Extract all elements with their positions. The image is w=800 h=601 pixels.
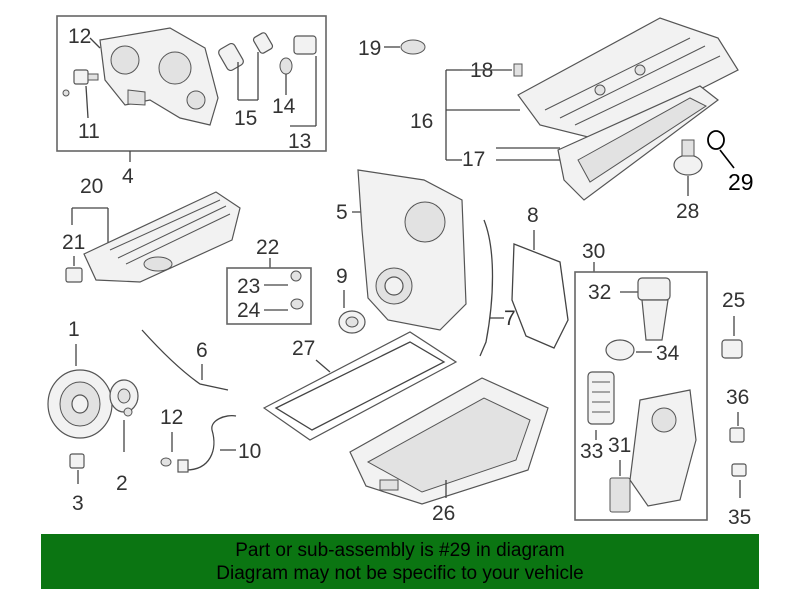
callout-36[interactable]: 36 xyxy=(726,386,749,409)
grommet-21 xyxy=(65,267,83,283)
callout-19[interactable]: 19 xyxy=(358,37,381,60)
callout-12a[interactable]: 12 xyxy=(68,25,91,48)
engine-parts-diagram: 4 12 11 15 14 13 19 xyxy=(47,15,754,529)
sensor-11 xyxy=(62,69,99,97)
hub-2 xyxy=(109,379,139,417)
callout-25[interactable]: 25 xyxy=(722,289,745,312)
oil-pan xyxy=(349,377,549,505)
group-box-22 xyxy=(226,267,312,325)
bolt-18 xyxy=(513,63,523,77)
switch-35 xyxy=(731,463,747,477)
sensor-25 xyxy=(721,339,743,359)
valve-cover-gasket xyxy=(557,85,719,201)
variable-valve-timing-unit xyxy=(99,27,219,126)
callout-3[interactable]: 3 xyxy=(72,492,84,515)
filter-element-33 xyxy=(587,371,615,425)
callout-9[interactable]: 9 xyxy=(336,265,348,288)
seal-19 xyxy=(400,39,426,55)
gasket-8 xyxy=(511,243,569,349)
valve-cover xyxy=(517,17,739,141)
callout-17[interactable]: 17 xyxy=(462,148,485,171)
oil-pan-gasket xyxy=(262,331,458,441)
callout-35[interactable]: 35 xyxy=(728,506,751,529)
switch-36 xyxy=(729,427,745,443)
plug-23 xyxy=(290,270,302,282)
notice-banner: Part or sub-assembly is #29 in diagram D… xyxy=(41,534,759,589)
callout-16[interactable]: 16 xyxy=(410,110,433,133)
callout-21[interactable]: 21 xyxy=(62,231,85,254)
sensor-28 xyxy=(673,139,703,176)
callout-4[interactable]: 4 xyxy=(122,165,134,188)
callout-30[interactable]: 30 xyxy=(582,240,605,263)
callout-15[interactable]: 15 xyxy=(234,107,257,130)
callout-13[interactable]: 13 xyxy=(288,130,311,153)
callout-6[interactable]: 6 xyxy=(196,339,208,362)
group-box-30 xyxy=(574,271,708,521)
sensor-13 xyxy=(279,35,317,75)
gasket-7 xyxy=(479,219,494,357)
callout-20[interactable]: 20 xyxy=(80,175,103,198)
gasket-6 xyxy=(141,329,229,391)
callout-12b[interactable]: 12 xyxy=(160,406,183,429)
crankshaft-pulley xyxy=(47,369,113,439)
banner-line-2: Diagram may not be specific to your vehi… xyxy=(216,562,584,584)
callout-28[interactable]: 28 xyxy=(676,200,699,223)
callout-32[interactable]: 32 xyxy=(588,281,611,304)
callout-31[interactable]: 31 xyxy=(608,434,631,457)
callout-23[interactable]: 23 xyxy=(237,275,260,298)
callout-33[interactable]: 33 xyxy=(580,440,603,463)
oil-filter-cap xyxy=(637,277,671,341)
banner-line-1: Part or sub-assembly is #29 in diagram xyxy=(235,539,565,561)
callout-5[interactable]: 5 xyxy=(336,201,348,224)
callout-34[interactable]: 34 xyxy=(656,342,680,365)
callout-2[interactable]: 2 xyxy=(116,472,128,495)
plug-24 xyxy=(290,298,304,310)
callout-26[interactable]: 26 xyxy=(432,502,455,525)
group-box-4 xyxy=(56,15,327,152)
callout-24[interactable]: 24 xyxy=(237,299,261,322)
sensor-10 xyxy=(177,459,189,473)
o-ring-12 xyxy=(160,457,172,467)
engine-cover xyxy=(83,191,241,283)
solenoid-15 xyxy=(218,32,274,72)
callout-29[interactable]: 29 xyxy=(728,169,754,195)
callout-7[interactable]: 7 xyxy=(504,307,516,330)
o-ring-29[interactable] xyxy=(707,130,725,150)
o-ring-34 xyxy=(605,339,635,361)
bolt-3 xyxy=(69,453,85,469)
sensor-cable-10 xyxy=(185,414,237,471)
callout-10[interactable]: 10 xyxy=(238,440,261,463)
callout-14[interactable]: 14 xyxy=(272,95,296,118)
callout-11[interactable]: 11 xyxy=(78,120,100,143)
callout-27[interactable]: 27 xyxy=(292,337,315,360)
callout-22[interactable]: 22 xyxy=(256,236,279,259)
timing-cover xyxy=(357,169,467,331)
callout-1[interactable]: 1 xyxy=(68,318,80,341)
filter-housing-31 xyxy=(609,389,697,513)
callout-8[interactable]: 8 xyxy=(527,204,539,227)
